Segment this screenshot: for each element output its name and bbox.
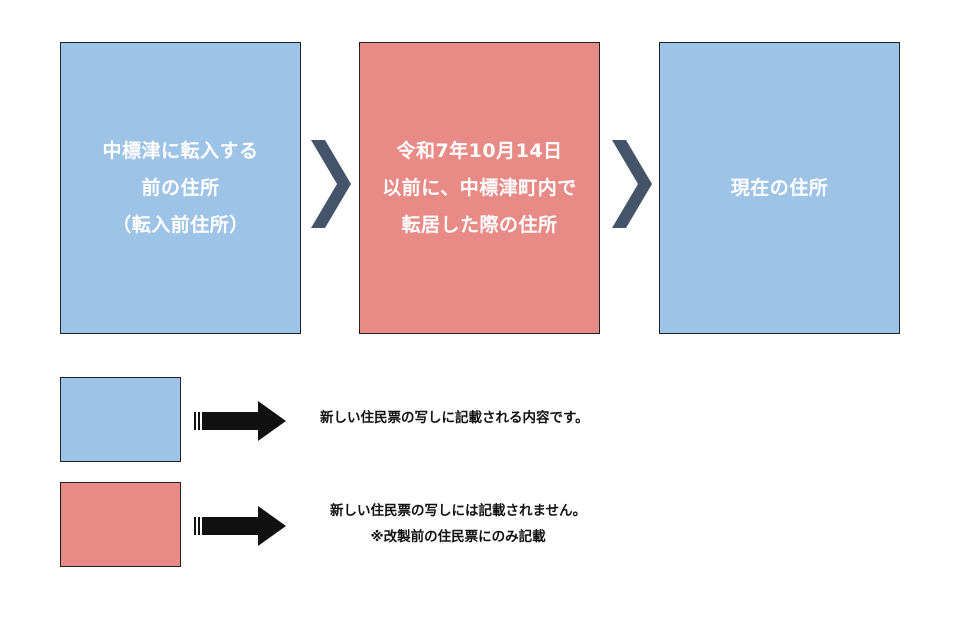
legend-red-swatch xyxy=(60,482,181,567)
current-address-box: 現在の住所 xyxy=(659,42,900,334)
previous-address-label: 中標津に転入する 前の住所 （転入前住所） xyxy=(102,133,258,244)
legend-red-text: 新しい住民票の写しには記載されません。 ※改製前の住民票にのみ記載 xyxy=(330,498,586,550)
chevron-right-icon xyxy=(612,140,652,228)
intermediate-address-box: 令和7年10月14日 以前に、中標津町内で 転居した際の住所 xyxy=(359,42,600,334)
arrow-right-icon xyxy=(194,506,286,546)
previous-address-box: 中標津に転入する 前の住所 （転入前住所） xyxy=(60,42,301,334)
legend-blue-line-1: 新しい住民票の写しに記載される内容です。 xyxy=(320,410,589,426)
intermediate-address-label: 令和7年10月14日 以前に、中標津町内で 転居した際の住所 xyxy=(382,133,576,244)
legend-blue-swatch xyxy=(60,377,181,462)
previous-address-line-1: 中標津に転入する xyxy=(102,139,259,162)
intermediate-address-line-2: 以前に、中標津町内で xyxy=(382,176,577,199)
intermediate-address-line-1: 令和7年10月14日 xyxy=(396,139,563,162)
intermediate-address-line-3: 転居した際の住所 xyxy=(401,213,558,236)
chevron-right-icon xyxy=(311,140,351,228)
current-address-line-1: 現在の住所 xyxy=(730,176,829,199)
current-address-label: 現在の住所 xyxy=(731,170,829,207)
legend-red-line-1: 新しい住民票の写しには記載されません。 xyxy=(330,503,587,519)
legend-blue-text: 新しい住民票の写しに記載される内容です。 xyxy=(320,405,589,431)
previous-address-line-3: （転入前住所） xyxy=(112,213,249,236)
legend-red-line-2: ※改製前の住民票にのみ記載 xyxy=(370,529,546,545)
previous-address-line-2: 前の住所 xyxy=(141,176,220,199)
arrow-right-icon xyxy=(194,401,286,441)
